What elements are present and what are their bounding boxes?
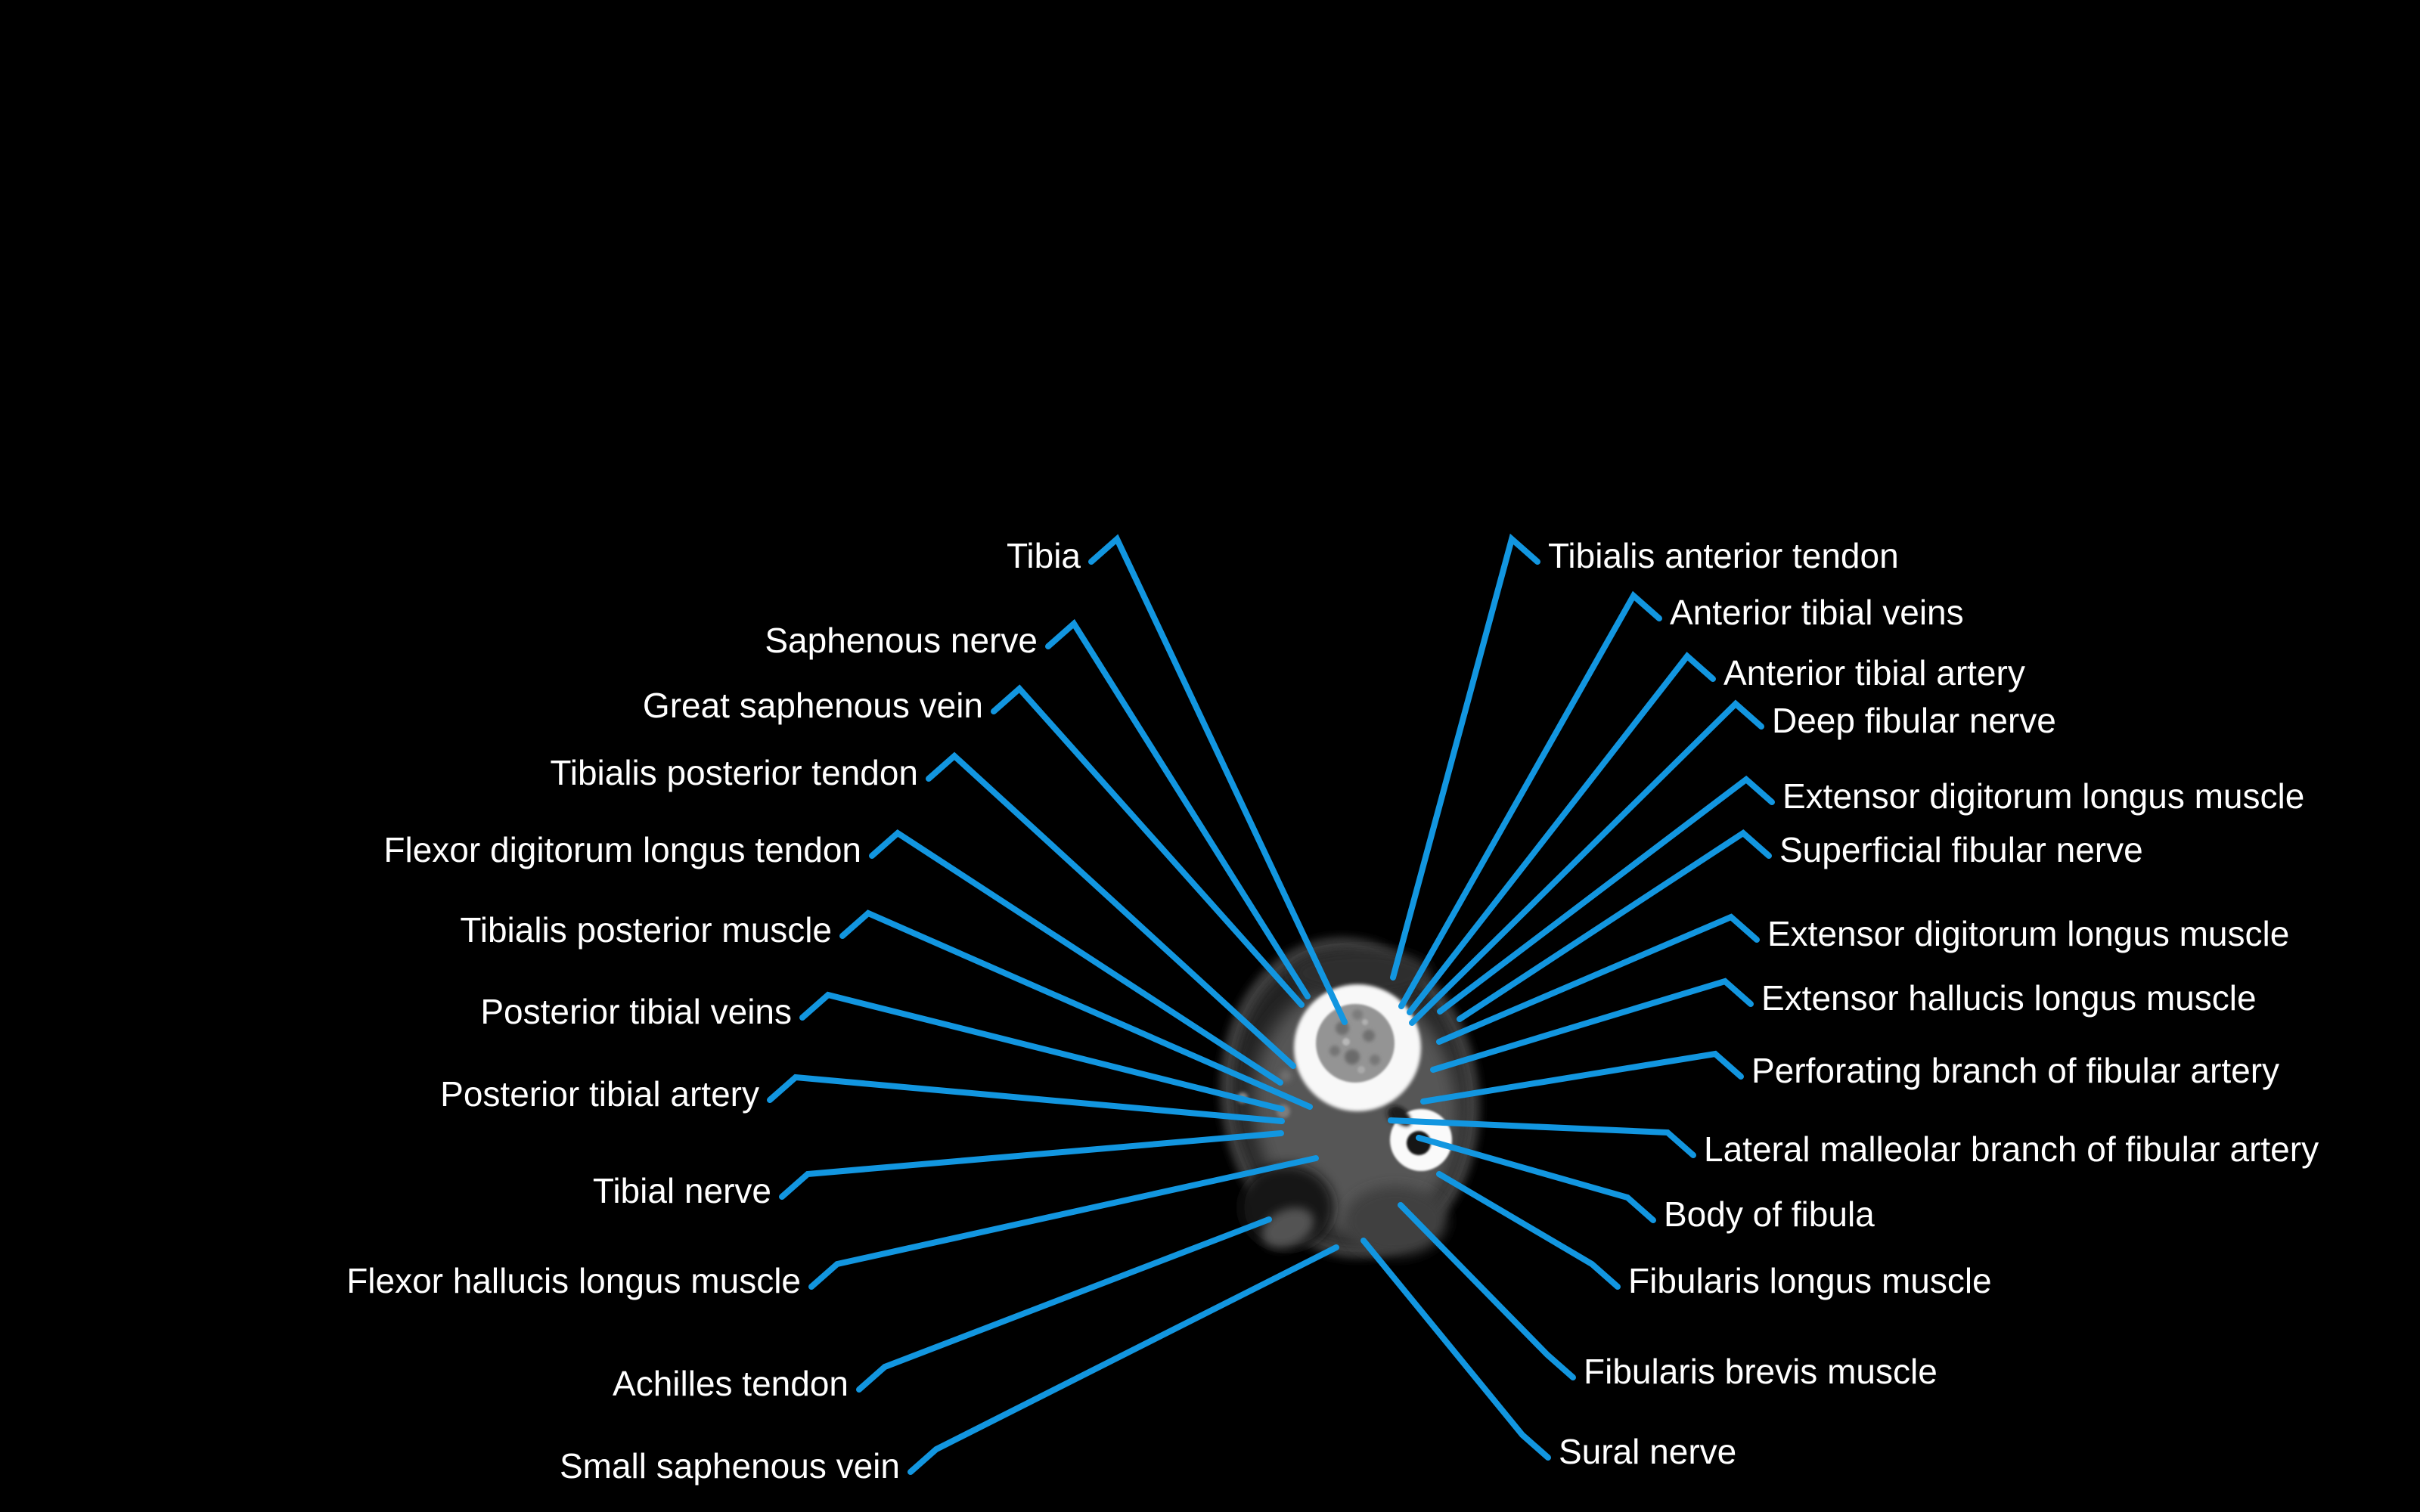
leader-lines [767,533,1775,1475]
leader-line-tibialis-anterior-tendon-right0 [1390,533,1540,981]
leader-line-extensor-hallucis-longus-muscle-right7 [1430,978,1754,1073]
leader-line-lateral-malleolar-branch-of-fibular-artery-right9 [1388,1117,1696,1158]
leader-line-fibularis-brevis-muscle-right12 [1398,1202,1576,1380]
ct-achilles-region [1261,1207,1314,1248]
leader-line-body-of-fibula-right10 [1416,1135,1656,1223]
ct-posterolateral-muscle [1344,1186,1447,1256]
leader-line-fibularis-longus-muscle-right11 [1436,1171,1621,1290]
ct-vessel-spot [1280,1070,1292,1082]
ct-trabecular-mottle [1345,1049,1360,1064]
leader-line-superficial-fibular-nerve-right5 [1457,829,1772,1022]
leader-line-great-saphenous-vein-left2 [991,684,1305,1008]
leader-line-sural-nerve-right13 [1360,1238,1551,1461]
leader-line-extensor-digitorum-longus-muscle-right6 [1436,913,1760,1045]
leader-line-flexor-hallucis-longus-muscle-left9 [808,1155,1319,1290]
leader-line-deep-fibular-nerve-right3 [1409,699,1764,1026]
leader-line-tibia-left0 [1088,534,1348,1025]
leader-line-achilles-tendon-left10 [856,1216,1272,1393]
leader-line-flexor-digitorum-longus-tendon-left4 [869,829,1283,1086]
ct-trabecular-mottle [1352,1009,1363,1020]
leader-line-saphenous-nerve-left1 [1045,618,1311,999]
leader-line-extensor-digitorum-longus-muscle-right4 [1437,775,1775,1015]
ct-trabecular-mottle [1357,1066,1365,1074]
leader-line-perforating-branch-of-fibular-artery-right8 [1420,1050,1744,1105]
leader-line-anterior-tibial-artery-right2 [1407,652,1716,1015]
leader-line-tibial-nerve-left8 [779,1130,1284,1200]
leader-line-posterior-tibial-veins-left6 [799,991,1285,1112]
ct-trabecular-mottle [1362,1019,1368,1025]
leader-line-anterior-tibial-veins-right1 [1398,590,1662,1009]
leader-line-posterior-tibial-artery-left7 [767,1074,1285,1124]
ct-trabecular-mottle [1342,1038,1350,1046]
ct-trabecular-mottle [1370,1055,1380,1065]
ct-trabecular-mottle [1363,1030,1375,1042]
ct-trabecular-mottle [1329,1046,1340,1056]
leader-line-small-saphenous-vein-left11 [908,1244,1339,1475]
leader-line-tibialis-posterior-tendon-left3 [926,751,1296,1069]
leader-line-tibialis-posterior-muscle-left5 [839,909,1313,1110]
